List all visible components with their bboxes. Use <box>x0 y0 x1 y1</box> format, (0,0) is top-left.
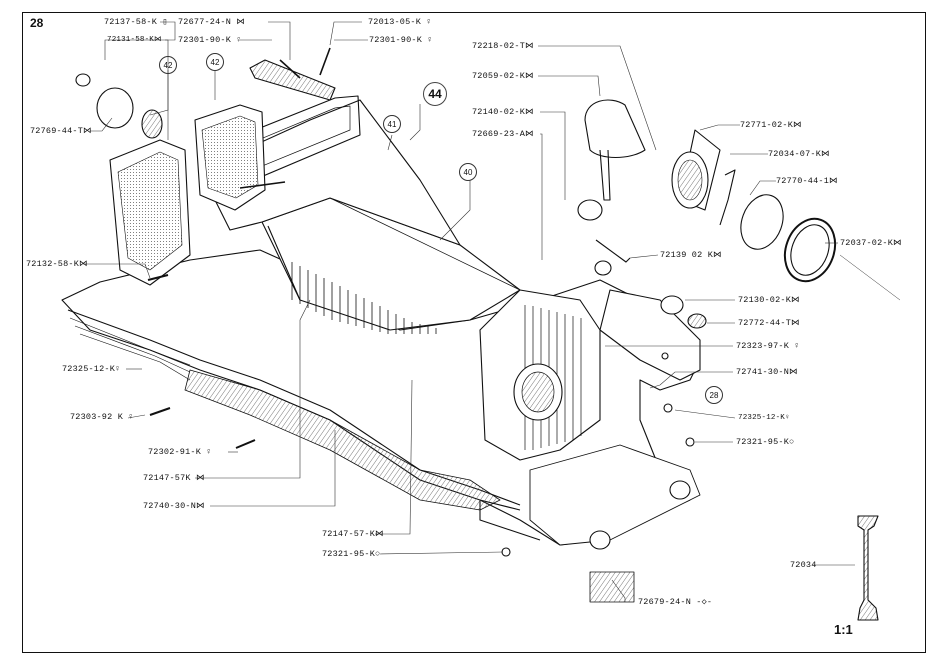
part-label-72302-91-K: 72302-91-K ♀ <box>148 447 212 457</box>
part-label-72770-44-1: 72770-44-1⋈ <box>776 176 838 186</box>
part-label-72325-12-K-left: 72325-12-K♀ <box>62 364 121 374</box>
part-label-72679-24-N: 72679-24-N -◇- <box>638 597 713 607</box>
part-label-72140-02-K: 72140-02-K⋈ <box>472 107 534 117</box>
part-label-72147-57K: 72147-57K ⋈ <box>143 473 205 483</box>
callout-40: 40 <box>459 163 477 181</box>
sheet-frame <box>22 12 926 653</box>
callout-44: 44 <box>423 82 447 106</box>
part-label-72740-30-N: 72740-30-N⋈ <box>143 501 205 511</box>
part-label-72741-30-N: 72741-30-N⋈ <box>736 367 798 377</box>
part-label-72218-02-T: 72218-02-T⋈ <box>472 41 534 51</box>
part-label-72301-90-K-left: 72301-90-K ♀ <box>178 35 242 45</box>
part-label-72013-05-K: 72013-05-K ♀ <box>368 17 432 27</box>
callout-42-right: 42 <box>206 53 224 71</box>
part-label-72771-02-K: 72771-02-K⋈ <box>740 120 802 130</box>
callout-41: 41 <box>383 115 401 133</box>
part-label-72130-02-K: 72130-02-K⋈ <box>738 295 800 305</box>
part-label-72303-92-K: 72303-92 K ♀ <box>70 412 134 422</box>
part-label-72132-58-K: 72132-58-K⋈ <box>26 259 88 269</box>
part-label-72137-58-K: 72137-58-K ▯ <box>104 17 168 27</box>
part-label-72131-58-K: 72131-58-K⋈ <box>107 36 162 44</box>
part-label-72321-95-K-bottom: 72321-95-K○ <box>322 549 381 559</box>
part-label-72034-07-K: 72034-07-K⋈ <box>768 149 830 159</box>
callout-42-left: 42 <box>159 56 177 74</box>
part-label-72301-90-K-right: 72301-90-K ♀ <box>369 35 433 45</box>
part-label-72059-02-K: 72059-02-K⋈ <box>472 71 534 81</box>
part-label-72321-95-K-right: 72321-95-K○ <box>736 437 795 447</box>
detail-part-label: 72034 <box>790 560 817 570</box>
part-label-72677-24-N: 72677-24-N ⋈ <box>178 17 246 27</box>
page-number: 28 <box>30 16 44 30</box>
part-label-72669-23-A: 72669-23-A⋈ <box>472 129 534 139</box>
part-label-72769-44-T: 72769-44-T⋈ <box>30 126 92 136</box>
callout-28: 28 <box>705 386 723 404</box>
part-label-72037-02-K: 72037-02-K⋈ <box>840 238 902 248</box>
part-label-72325-12-K-right: 72325-12-K♀ <box>738 414 790 422</box>
scale-label: 1:1 <box>834 622 853 637</box>
part-label-72323-97-K: 72323-97-K ♀ <box>736 341 800 351</box>
part-label-72147-57-K: 72147-57-K⋈ <box>322 529 384 539</box>
part-label-72139-02-K: 72139 02 K⋈ <box>660 250 722 260</box>
part-label-72772-44-T: 72772-44-T⋈ <box>738 318 800 328</box>
